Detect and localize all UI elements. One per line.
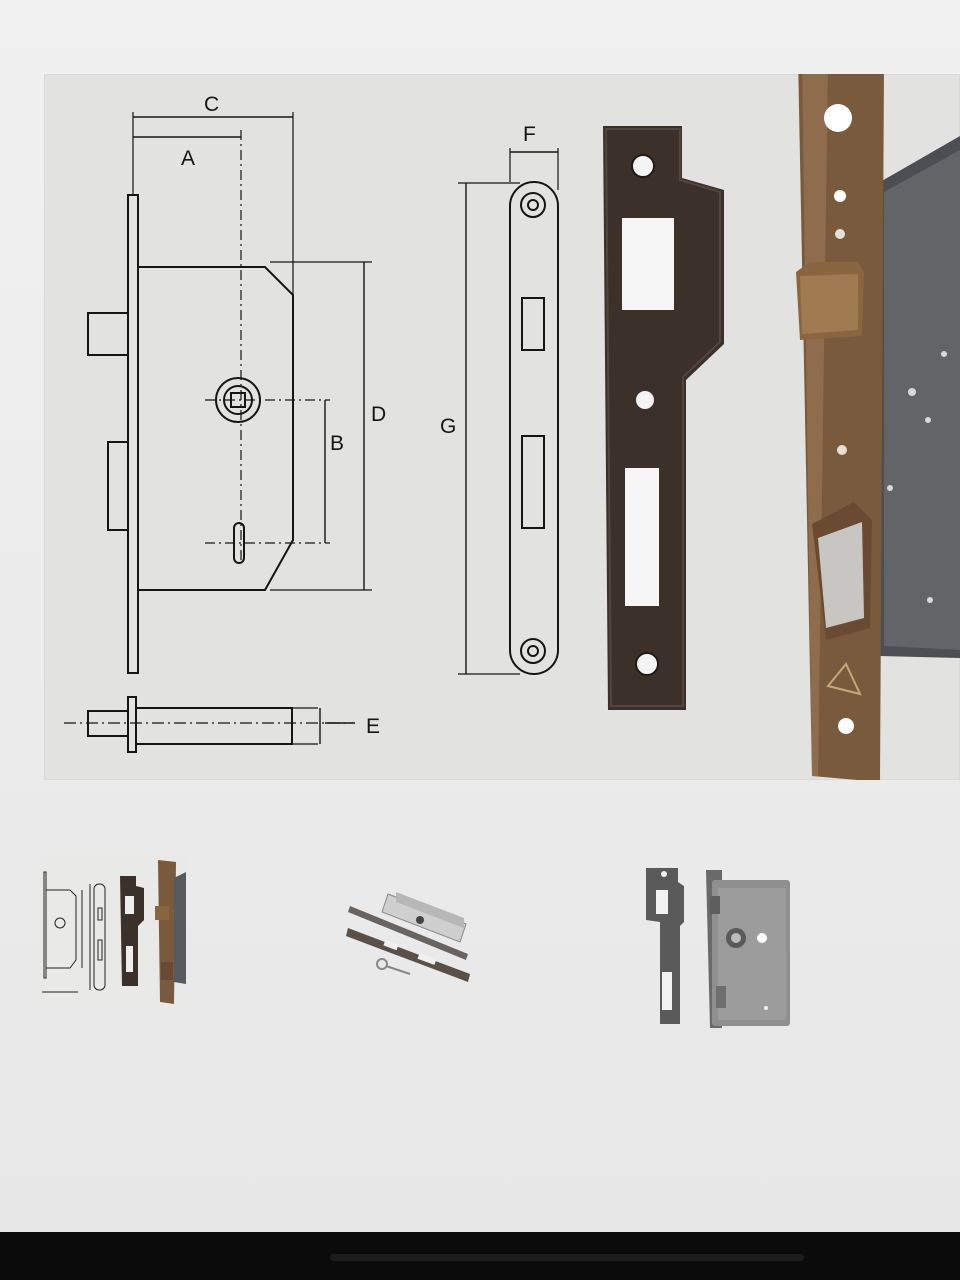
thumbnail-lock-case-with-strike-plate[interactable] xyxy=(640,862,795,1030)
dimension-label-e: E xyxy=(366,715,380,738)
dimension-label-d: D xyxy=(371,403,386,426)
faceplate-outline xyxy=(127,194,139,674)
thumbnail-lock-case-image xyxy=(646,868,790,1028)
technical-drawing: C A B D E F G xyxy=(64,56,960,782)
dimension-label-a: A xyxy=(181,147,195,170)
thumbnail-lock-image xyxy=(346,892,470,982)
lock-case-outline xyxy=(138,266,294,591)
dimension-label-g: G xyxy=(440,415,456,438)
dimension-label-c: C xyxy=(204,93,219,116)
thumbnail-lock-with-strike-plate-and-key[interactable] xyxy=(340,880,480,990)
strike-plate-photo xyxy=(603,126,724,710)
dimension-label-f: F xyxy=(523,123,536,146)
faceplate-front-outline xyxy=(509,181,559,675)
lock-body-photo xyxy=(796,56,960,782)
dimension-label-b: B xyxy=(330,432,344,455)
main-product-image[interactable]: C A B D E F G xyxy=(44,56,960,782)
thumbnail-drawing-and-photo[interactable] xyxy=(40,856,186,1006)
screen: C A B D E F G xyxy=(0,0,960,1232)
home-indicator[interactable] xyxy=(330,1254,804,1261)
thumbnail-drawing-image xyxy=(42,860,186,1004)
